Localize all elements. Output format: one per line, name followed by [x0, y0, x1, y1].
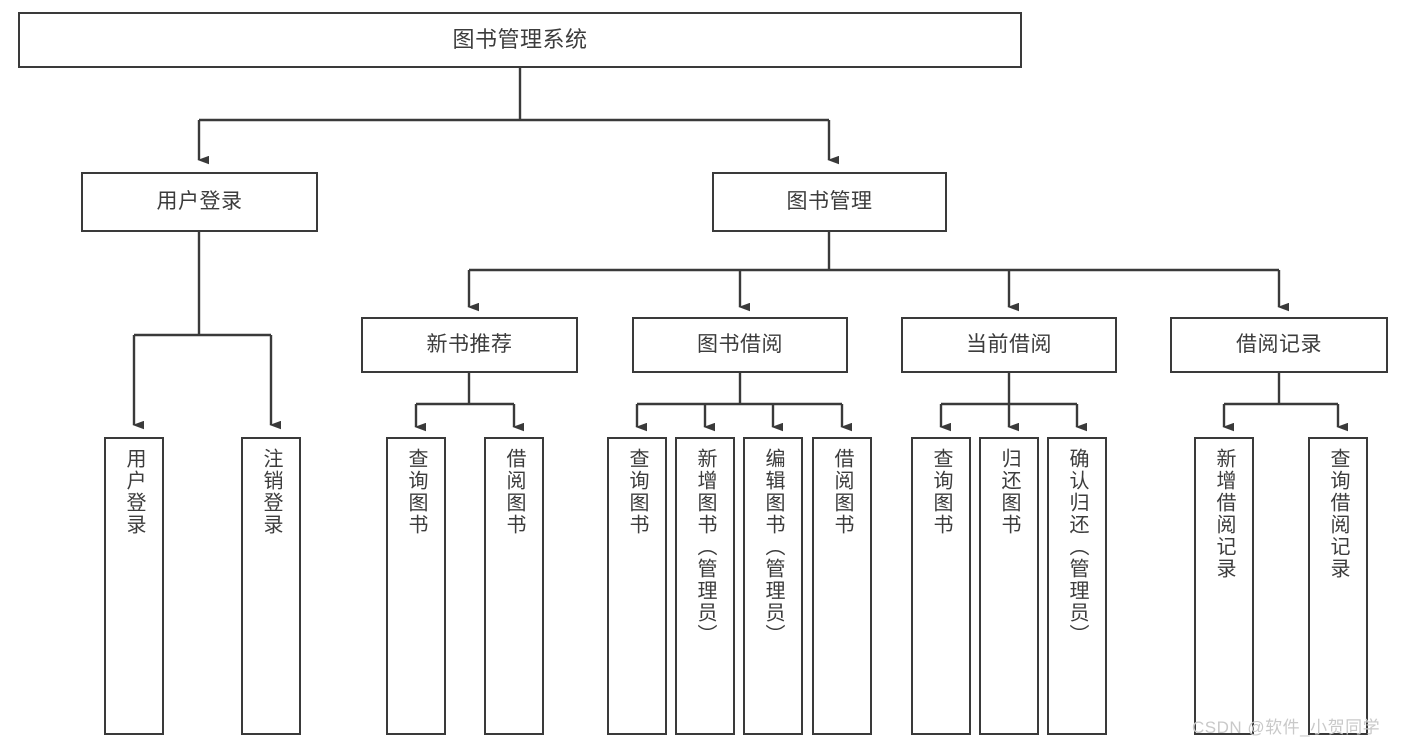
- node-root-system-label: 图书管理系统: [452, 26, 588, 52]
- node-book-borrow-label: 图书借阅: [697, 333, 783, 357]
- node-new-book-recommend[interactable]: 新书推荐: [361, 317, 578, 373]
- leaf-borrow-book-label: 借阅图书: [831, 448, 853, 536]
- node-borrow-record[interactable]: 借阅记录: [1170, 317, 1388, 373]
- leaf-add-borrow-record[interactable]: 新增借阅记录: [1194, 437, 1254, 735]
- node-root-system[interactable]: 图书管理系统: [18, 12, 1022, 68]
- leaf-query-book-borrow-label: 查询图书: [626, 448, 648, 536]
- leaf-borrow-book-recommend[interactable]: 借阅图书: [484, 437, 544, 735]
- leaf-user-login[interactable]: 用户登录: [104, 437, 164, 735]
- leaf-borrow-book-recommend-label: 借阅图书: [503, 448, 525, 536]
- leaf-add-borrow-record-label: 新增借阅记录: [1213, 448, 1235, 580]
- csdn-watermark: CSDN @软件_小贺同学: [1192, 718, 1381, 737]
- leaf-borrow-book[interactable]: 借阅图书: [812, 437, 872, 735]
- leaf-user-login-label: 用户登录: [123, 448, 145, 536]
- leaf-edit-book[interactable]: 编辑图书（管理员）: [743, 437, 803, 735]
- leaf-return-book-label: 归还图书: [998, 448, 1020, 536]
- node-book-manage[interactable]: 图书管理: [712, 172, 947, 232]
- leaf-query-borrow-record[interactable]: 查询借阅记录: [1308, 437, 1368, 735]
- node-current-borrow[interactable]: 当前借阅: [901, 317, 1117, 373]
- node-user-login[interactable]: 用户登录: [81, 172, 318, 232]
- leaf-confirm-return-label: 确认归还（管理员）: [1066, 448, 1088, 646]
- leaf-query-book-current[interactable]: 查询图书: [911, 437, 971, 735]
- leaf-query-book-borrow[interactable]: 查询图书: [607, 437, 667, 735]
- node-new-book-recommend-label: 新书推荐: [426, 333, 513, 357]
- node-borrow-record-label: 借阅记录: [1236, 333, 1322, 357]
- node-user-login-label: 用户登录: [156, 190, 243, 214]
- leaf-logout-login[interactable]: 注销登录: [241, 437, 301, 735]
- leaf-query-borrow-record-label: 查询借阅记录: [1327, 448, 1349, 580]
- leaf-add-book[interactable]: 新增图书（管理员）: [675, 437, 735, 735]
- node-current-borrow-label: 当前借阅: [966, 333, 1052, 357]
- leaf-query-book-recommend[interactable]: 查询图书: [386, 437, 446, 735]
- leaf-query-book-current-label: 查询图书: [930, 448, 952, 536]
- node-book-manage-label: 图书管理: [786, 190, 873, 214]
- leaf-query-book-recommend-label: 查询图书: [405, 448, 427, 536]
- leaf-logout-login-label: 注销登录: [260, 448, 282, 536]
- leaf-edit-book-label: 编辑图书（管理员）: [762, 448, 784, 646]
- leaf-confirm-return[interactable]: 确认归还（管理员）: [1047, 437, 1107, 735]
- leaf-return-book[interactable]: 归还图书: [979, 437, 1039, 735]
- node-book-borrow[interactable]: 图书借阅: [632, 317, 848, 373]
- leaf-add-book-label: 新增图书（管理员）: [694, 448, 716, 646]
